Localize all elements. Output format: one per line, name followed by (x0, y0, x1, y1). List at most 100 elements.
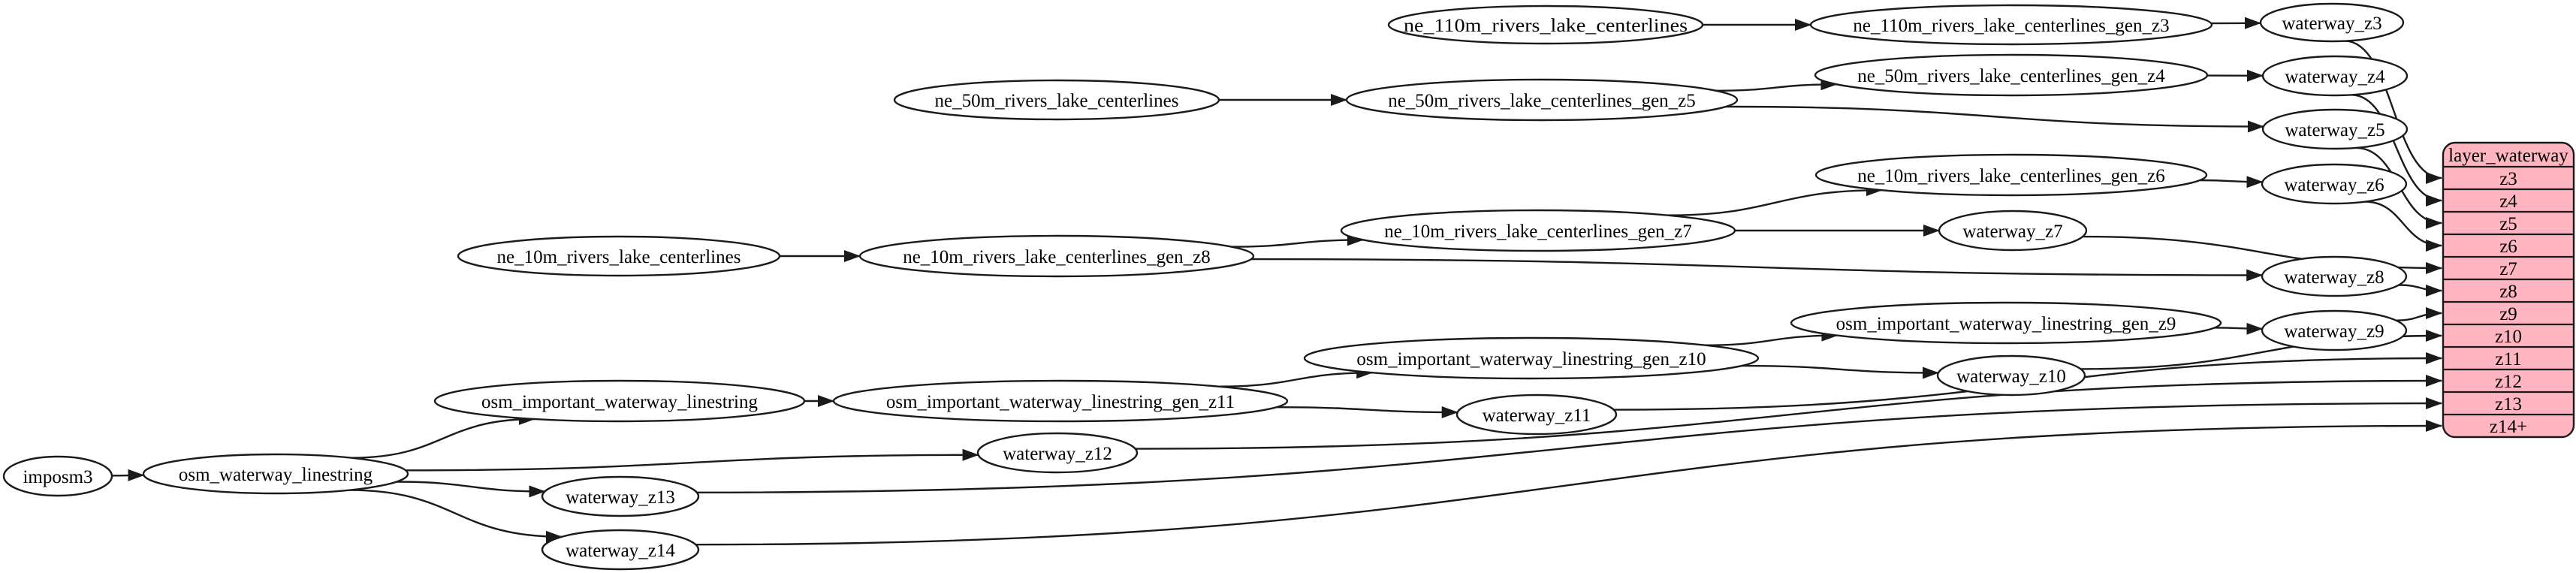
node-ne_110m_rivers_lake_centerlines_gen_z3-ellipse (1809, 4, 2213, 46)
node-waterway_z6-ellipse (2261, 163, 2408, 205)
table-row-z3: z3 (2499, 169, 2517, 189)
edge-waterway_z14-to-layer_waterway-z14+ (695, 420, 2442, 546)
node-osm_important_waterway_linestring-ellipse (433, 379, 806, 423)
node-waterway_z12: waterway_z12 (976, 432, 1139, 474)
edge-waterway_z9-to-layer_waterway-z9 (2396, 307, 2442, 321)
table-row-z6: z6 (2499, 237, 2517, 257)
node-waterway_z3-label: waterway_z3 (2282, 14, 2381, 34)
node-waterway_z13: waterway_z13 (541, 475, 700, 517)
edge-waterway_z13-to-layer_waterway-z13 (696, 397, 2442, 493)
node-waterway_z8-ellipse (2261, 255, 2408, 297)
node-waterway_z5-ellipse (2261, 108, 2409, 150)
node-waterway_z11-ellipse (1455, 394, 1618, 436)
node-waterway_z4-ellipse (2261, 55, 2409, 97)
node-waterway_z7: waterway_z7 (1938, 210, 2088, 252)
node-ne_50m_rivers_lake_centerlines_gen_z4: ne_50m_rivers_lake_centerlines_gen_z4 (1814, 53, 2209, 97)
edge-ne_10m_rivers_lake_centerlines_gen_z8-to-waterway_z8 (1250, 258, 2264, 282)
node-waterway_z5-label: waterway_z5 (2285, 120, 2384, 140)
node-osm_important_waterway_linestring_gen_z9: osm_important_waterway_linestring_gen_z9 (1790, 301, 2222, 345)
node-waterway_z14: waterway_z14 (541, 529, 700, 571)
node-osm_important_waterway_linestring_gen_z9-label: osm_important_waterway_linestring_gen_z9 (1836, 314, 2176, 334)
node-ne_50m_rivers_lake_centerlines_gen_z4-label: ne_50m_rivers_lake_centerlines_gen_z4 (1857, 66, 2165, 86)
node-ne_10m_rivers_lake_centerlines_gen_z8: ne_10m_rivers_lake_centerlines_gen_z8 (858, 234, 1255, 278)
node-osm_waterway_linestring-ellipse (142, 453, 409, 495)
table-layer_waterway: layer_waterwayz3z4z5z6z7z8z9z10z11z12z13… (2442, 141, 2575, 439)
edge-osm_important_waterway_linestring_gen_z9-to-waterway_z9 (2214, 322, 2264, 335)
node-osm_waterway_linestring-label: osm_waterway_linestring (179, 465, 373, 485)
table-row-z11: z11 (2495, 349, 2521, 369)
node-osm_waterway_linestring: osm_waterway_linestring (142, 453, 409, 495)
node-osm_important_waterway_linestring_gen_z10-label: osm_important_waterway_linestring_gen_z1… (1356, 349, 1706, 369)
edge-osm_waterway_linestring-to-waterway_z12 (406, 448, 979, 472)
node-waterway_z6: waterway_z6 (2261, 163, 2408, 205)
node-waterway_z8: waterway_z8 (2261, 255, 2408, 297)
node-ne_10m_rivers_lake_centerlines_gen_z6-label: ne_10m_rivers_lake_centerlines_gen_z6 (1857, 166, 2165, 186)
node-waterway_z5: waterway_z5 (2261, 108, 2409, 150)
node-osm_important_waterway_linestring_gen_z11-ellipse (832, 379, 1289, 423)
table-row-z9: z9 (2499, 304, 2517, 324)
edge-waterway_z12-to-layer_waterway-z12 (1135, 375, 2442, 450)
node-osm_important_waterway_linestring_gen_z11: osm_important_waterway_linestring_gen_z1… (832, 379, 1289, 423)
edge-osm_important_waterway_linestring_gen_z10-to-waterway_z10 (1742, 364, 1939, 379)
node-ne_10m_rivers_lake_centerlines_gen_z6-ellipse (1814, 153, 2208, 197)
edge-osm_important_waterway_linestring_gen_z11-to-waterway_z11 (1276, 406, 1458, 418)
node-waterway_z10-ellipse (1936, 354, 2086, 397)
node-ne_110m_rivers_lake_centerlines: ne_110m_rivers_lake_centerlines (1387, 5, 1704, 45)
node-osm_important_waterway_linestring_gen_z10-ellipse (1303, 336, 1760, 380)
node-waterway_z9-label: waterway_z9 (2284, 321, 2384, 342)
node-waterway_z6-label: waterway_z6 (2284, 175, 2384, 195)
edge-waterway_z3-to-layer_waterway-z3 (2345, 40, 2442, 184)
node-imposm3-ellipse (2, 455, 113, 497)
node-waterway_z3-ellipse (2259, 2, 2405, 43)
node-osm_important_waterway_linestring: osm_important_waterway_linestring (433, 379, 806, 423)
node-waterway_z14-label: waterway_z14 (566, 541, 675, 561)
node-waterway_z13-label: waterway_z13 (566, 487, 675, 508)
node-ne_50m_rivers_lake_centerlines: ne_50m_rivers_lake_centerlines (893, 79, 1220, 121)
node-waterway_z9: waterway_z9 (2261, 309, 2408, 351)
node-ne_10m_rivers_lake_centerlines_gen_z6: ne_10m_rivers_lake_centerlines_gen_z6 (1814, 153, 2208, 197)
table-row-z13: z13 (2495, 394, 2522, 415)
node-ne_50m_rivers_lake_centerlines-label: ne_50m_rivers_lake_centerlines (935, 91, 1179, 111)
edge-osm_waterway_linestring-to-osm_important_waterway_linestring (351, 413, 535, 459)
edge-ne_10m_rivers_lake_centerlines_gen_z7-to-ne_10m_rivers_lake_centerlines_gen_z6 (1667, 184, 1883, 216)
node-waterway_z12-label: waterway_z12 (1003, 444, 1112, 464)
node-ne_10m_rivers_lake_centerlines_gen_z8-label: ne_10m_rivers_lake_centerlines_gen_z8 (903, 247, 1211, 267)
node-waterway_z10: waterway_z10 (1936, 354, 2086, 397)
node-ne_10m_rivers_lake_centerlines-ellipse (457, 235, 781, 277)
node-ne_50m_rivers_lake_centerlines_gen_z5-ellipse (1345, 78, 1739, 122)
node-ne_110m_rivers_lake_centerlines-ellipse (1387, 5, 1704, 45)
node-osm_important_waterway_linestring_gen_z11-label: osm_important_waterway_linestring_gen_z1… (886, 392, 1235, 412)
node-ne_110m_rivers_lake_centerlines_gen_z3: ne_110m_rivers_lake_centerlines_gen_z3 (1809, 4, 2213, 46)
table-row-z5: z5 (2499, 214, 2517, 234)
edge-osm_waterway_linestring-to-waterway_z14 (349, 489, 563, 543)
table-header-label: layer_waterway (2448, 146, 2568, 166)
table-row-z7: z7 (2499, 259, 2517, 279)
edge-osm_important_waterway_linestring_gen_z10-to-osm_important_waterway_linestring_gen_z9 (1706, 329, 1838, 346)
edge-ne_50m_rivers_lake_centerlines_gen_z5-to-ne_50m_rivers_lake_centerlines_gen_z4 (1715, 78, 1838, 92)
node-ne_50m_rivers_lake_centerlines_gen_z5: ne_50m_rivers_lake_centerlines_gen_z5 (1345, 78, 1739, 122)
node-waterway_z7-ellipse (1938, 210, 2088, 252)
edge-waterway_z6-to-layer_waterway-z6 (2364, 201, 2442, 252)
edge-osm_waterway_linestring-to-waterway_z13 (396, 481, 546, 498)
table-row-z12: z12 (2495, 372, 2522, 392)
node-waterway_z8-label: waterway_z8 (2284, 267, 2384, 288)
node-ne_10m_rivers_lake_centerlines_gen_z8-ellipse (858, 234, 1255, 278)
node-waterway_z11-label: waterway_z11 (1483, 406, 1591, 426)
node-ne_10m_rivers_lake_centerlines_gen_z7-label: ne_10m_rivers_lake_centerlines_gen_z7 (1384, 222, 1692, 242)
node-waterway_z10-label: waterway_z10 (1956, 366, 2066, 387)
table-row-z4: z4 (2499, 192, 2517, 212)
node-ne_10m_rivers_lake_centerlines-label: ne_10m_rivers_lake_centerlines (497, 247, 741, 267)
node-osm_important_waterway_linestring_gen_z10: osm_important_waterway_linestring_gen_z1… (1303, 336, 1760, 380)
edge-ne_10m_rivers_lake_centerlines_gen_z8-to-ne_10m_rivers_lake_centerlines_gen_z7 (1231, 234, 1364, 248)
edge-imposm3-to-osm_waterway_linestring (111, 469, 145, 481)
node-osm_important_waterway_linestring-label: osm_important_waterway_linestring (481, 392, 758, 412)
node-ne_50m_rivers_lake_centerlines-ellipse (893, 79, 1220, 121)
node-waterway_z12-ellipse (976, 432, 1139, 474)
node-imposm3-label: imposm3 (23, 467, 92, 487)
node-ne_110m_rivers_lake_centerlines-label: ne_110m_rivers_lake_centerlines (1404, 16, 1688, 36)
node-waterway_z3: waterway_z3 (2259, 2, 2405, 43)
node-waterway_z11: waterway_z11 (1455, 394, 1618, 436)
node-waterway_z7-label: waterway_z7 (1962, 222, 2062, 242)
